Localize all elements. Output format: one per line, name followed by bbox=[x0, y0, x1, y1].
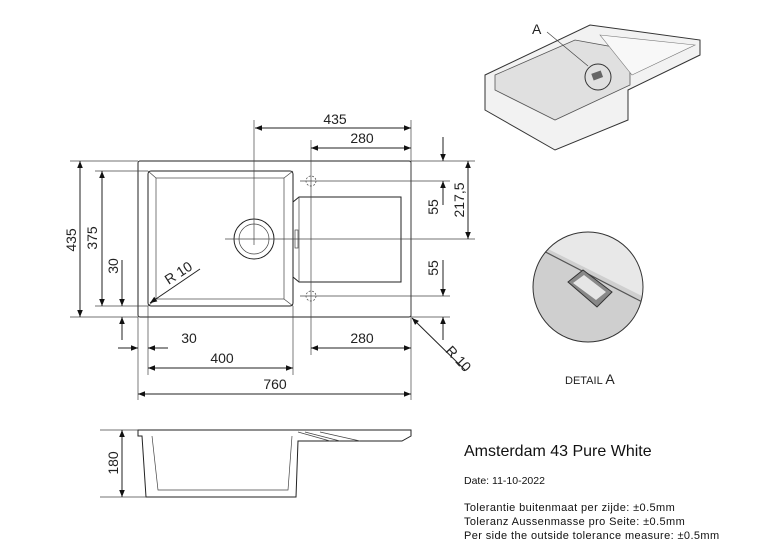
dim-180: 180 bbox=[105, 451, 121, 475]
top-view: 435 280 760 400 30 280 435 375 30 55 217… bbox=[63, 111, 475, 400]
side-view: 180 bbox=[100, 429, 412, 498]
dim-top-280: 280 bbox=[350, 130, 374, 146]
dim-760: 760 bbox=[263, 376, 287, 392]
dim-left-30: 30 bbox=[105, 258, 121, 274]
dim-left-435: 435 bbox=[63, 228, 79, 252]
detail-view: DETAIL A bbox=[532, 231, 644, 387]
dim-top-435: 435 bbox=[323, 111, 347, 127]
bowl-inner bbox=[155, 177, 285, 300]
dim-400: 400 bbox=[210, 350, 234, 366]
dim-right-55-top: 55 bbox=[425, 199, 441, 215]
dim-radius-outer: R 10 bbox=[443, 342, 475, 375]
tolerance-en: Per side the outside tolerance measure: … bbox=[464, 530, 720, 542]
dim-right-55-bottom: 55 bbox=[425, 260, 441, 276]
perspective-view: A bbox=[484, 21, 701, 151]
drainer-area bbox=[292, 196, 402, 283]
dim-left-375: 375 bbox=[84, 226, 100, 250]
dim-bottom-30: 30 bbox=[181, 330, 197, 346]
detail-marker: A bbox=[532, 21, 542, 37]
detail-caption: DETAIL A bbox=[565, 371, 615, 387]
tolerance-de: Toleranz Aussenmasse pro Seite: ±0.5mm bbox=[464, 516, 686, 528]
product-title: Amsterdam 43 Pure White bbox=[464, 443, 652, 460]
tolerance-nl: Tolerantie buitenmaat per zijde: ±0.5mm bbox=[464, 502, 676, 514]
drawing-date: Date: 11-10-2022 bbox=[464, 475, 545, 487]
dim-217-5: 217,5 bbox=[451, 182, 467, 217]
dim-bottom-280: 280 bbox=[350, 330, 374, 346]
bowl-outline bbox=[147, 170, 294, 307]
